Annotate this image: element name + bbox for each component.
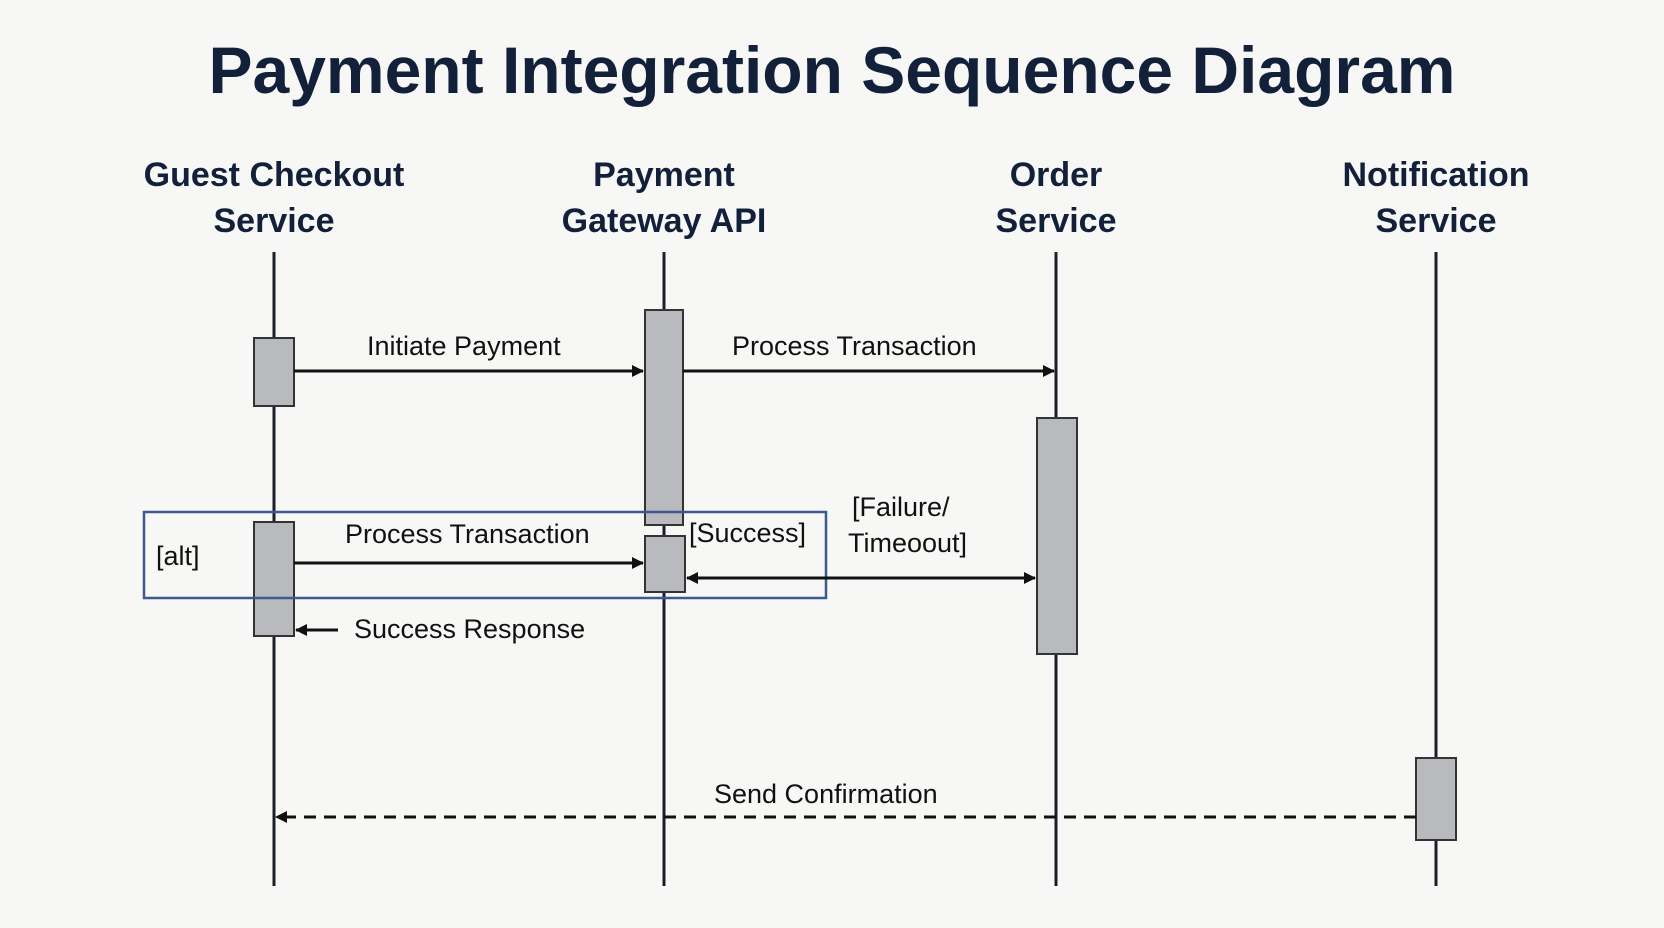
activation-guest-1 (253, 337, 295, 407)
participant-name-line1: Guest Checkout (143, 156, 405, 194)
participant-name-line2: Gateway API (561, 202, 767, 240)
alt-fragment-frame (142, 510, 828, 600)
participant-name-line2: Service (995, 202, 1117, 240)
participant-guest-checkout-service: Guest Checkout Service (94, 152, 454, 244)
participant-name-line1: Order (1009, 156, 1103, 194)
participant-name-line1: Notification (1342, 156, 1530, 194)
activation-gateway-1 (644, 309, 684, 526)
message-send-confirmation-label: Send Confirmation (714, 779, 938, 809)
activation-notify-1 (1415, 757, 1457, 841)
message-initiate-payment-label: Initiate Payment (367, 331, 561, 361)
alt-guard-failure-line1: [Failure/ (852, 492, 950, 522)
diagram-title: Payment Integration Sequence Diagram (208, 33, 1456, 107)
alt-guard-success: [Success] (689, 518, 806, 548)
participant-name-line2: Service (1375, 202, 1497, 240)
participant-notification-service: Notification Service (1256, 152, 1616, 244)
message-process-transaction-1-label: Process Transaction (732, 331, 977, 361)
participant-payment-gateway-api: Payment Gateway API (484, 152, 844, 244)
alt-guard-failure-line2: Timeoout] (848, 528, 967, 558)
activation-gateway-2 (644, 535, 686, 593)
participant-name-line2: Service (213, 202, 335, 240)
activation-order-1 (1036, 417, 1078, 655)
message-process-transaction-2-label: Process Transaction (345, 519, 590, 549)
alt-fragment-operator: [alt] (156, 541, 200, 571)
activation-guest-2 (253, 521, 295, 637)
participant-order-service: Order Service (876, 152, 1236, 244)
participant-name-line1: Payment (593, 156, 735, 194)
message-success-response-label: Success Response (354, 614, 585, 644)
